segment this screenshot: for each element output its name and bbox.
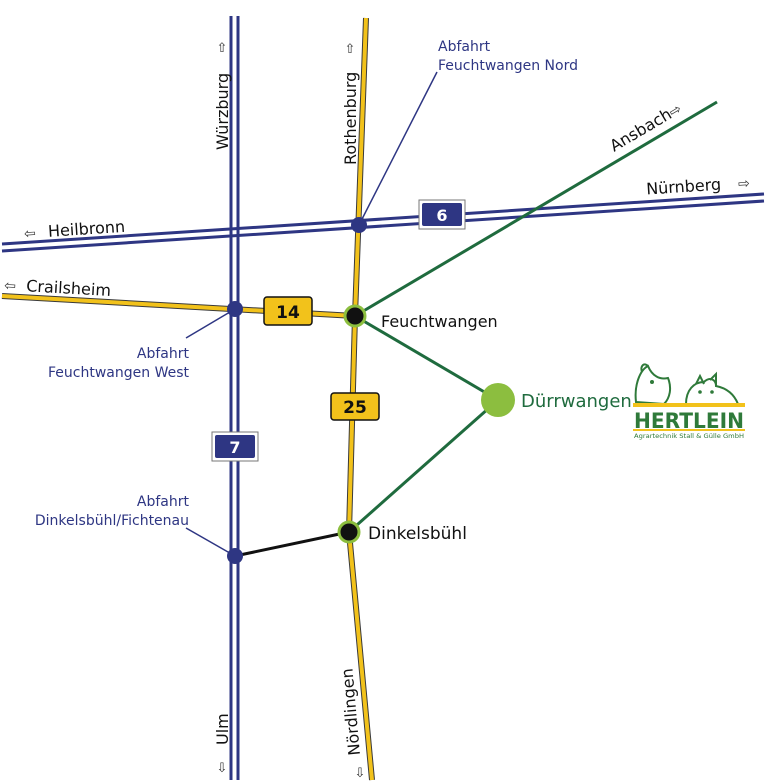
label-heilbronn: Heilbronn [47,217,125,241]
shield-a6-label: 6 [436,206,447,225]
shield-a7: 7 [211,431,259,462]
label-nuernberg: Nürnberg [646,175,722,199]
arrow-down-icon: ⇩ [355,766,366,781]
motorway-a7 [229,16,240,780]
label-wuerzburg: Würzburg [213,73,232,150]
arrow-down-icon: ⇩ [217,761,228,776]
logo-tagline: Agrartechnik Stall & Gülle GmbH [634,433,744,440]
label-dinkelsbuehl: Dinkelsbühl [368,524,467,544]
exit-nord-line1: Abfahrt [438,39,491,55]
exit-dinkelsbuehl-line2: Dinkelsbühl/Fichtenau [35,513,189,529]
dir-crailsheim: ⇦ Crailsheim [4,276,112,300]
dir-wuerzburg: ⇧ Würzburg [213,41,232,150]
arrow-left-icon: ⇦ [24,226,37,243]
exit-west-line2: Feuchtwangen West [48,365,189,381]
hertlein-logo: HERTLEIN Agrartechnik Stall & Gülle GmbH [633,363,745,440]
pointer-dinkelsbuehl [185,527,236,557]
label-ulm: Ulm [213,713,232,745]
exit-nord-line2: Feuchtwangen Nord [438,58,578,74]
shield-b25-label: 25 [343,398,367,418]
duerrwangen-dot [481,383,515,417]
pointer-west [185,308,236,339]
shield-b14-label: 14 [276,303,300,323]
label-rothenburg: Rothenburg [341,72,360,165]
dir-nuernberg: Nürnberg ⇨ [646,175,751,199]
route-lines [348,100,718,534]
animal-illustration-icon [634,363,740,406]
label-crailsheim: Crailsheim [26,276,112,300]
pointer-nord [358,71,438,226]
shield-b14: 14 [263,296,313,326]
motorway-a6 [1,192,765,253]
shield-a6: 6 [418,199,466,230]
label-duerrwangen: Dürrwangen [521,391,632,412]
dinkelsbuehl-dot [337,520,361,544]
connector-dinkelsbuehl [234,530,350,558]
arrow-up-icon: ⇧ [345,42,356,57]
dir-rothenburg: ⇧ Rothenburg [341,42,360,165]
feuchtwangen-dot [343,304,367,328]
arrow-up-icon: ⇧ [217,41,228,56]
exit-dinkelsbuehl-line1: Abfahrt [137,494,190,510]
shield-a7-label: 7 [229,438,240,457]
exit-west-line1: Abfahrt [137,346,190,362]
arrow-right-icon: ⇨ [738,176,751,193]
arrow-left-icon: ⇦ [4,278,17,295]
dir-heilbronn: ⇦ Heilbronn [24,217,126,243]
label-feuchtwangen: Feuchtwangen [381,312,498,331]
dir-ulm: Ulm ⇩ [213,713,232,776]
road-b25 [345,17,375,781]
shield-b25: 25 [330,392,380,421]
